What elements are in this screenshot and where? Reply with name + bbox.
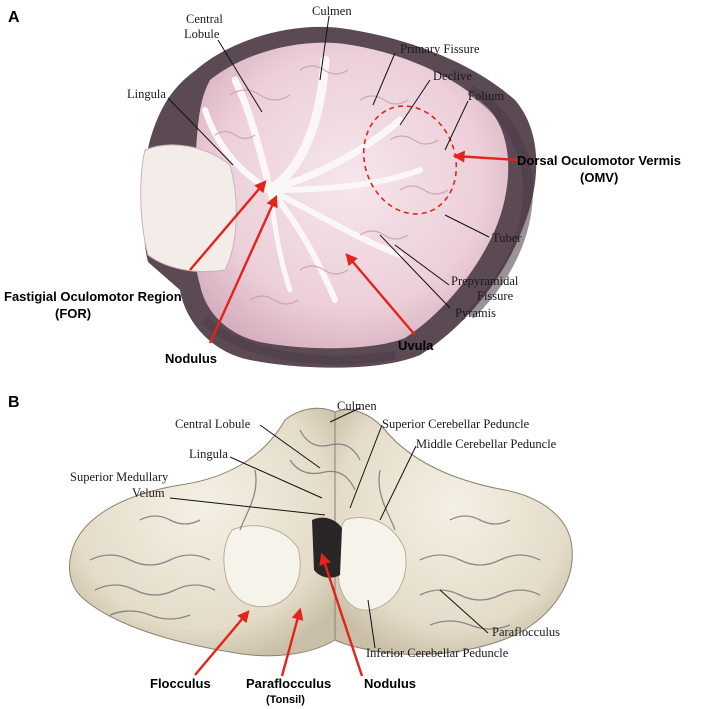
label-tuber: Tuber [492, 231, 522, 245]
panel-a-letter: A [8, 9, 20, 26]
label-middle-cerebellar-peduncle: Middle Cerebellar Peduncle [416, 437, 557, 451]
label-prepyramidal: Prepyramidal [451, 274, 519, 288]
label-culmen-a: Culmen [312, 4, 352, 18]
panel-b-leaders [169, 407, 489, 649]
label-central: Central [186, 12, 223, 26]
label-culmen-b: Culmen [337, 399, 377, 413]
label-folium: Folium [468, 89, 504, 103]
label-superior-cerebellar-peduncle: Superior Cerebellar Peduncle [382, 417, 530, 431]
label-lingula-a: Lingula [127, 87, 166, 101]
label-primary-fissure: Primary Fissure [400, 42, 480, 56]
label-pyramis: Pyramis [455, 306, 496, 320]
omv-outline [362, 105, 458, 215]
label-omv-line1: Dorsal Oculomotor Vermis [517, 153, 681, 168]
panel-b-letter: B [8, 394, 20, 411]
label-smv-line2: Velum [132, 486, 165, 500]
label-tonsil: (Tonsil) [266, 694, 305, 706]
label-for-line1: Fastigial Oculomotor Region [4, 289, 182, 304]
panel-b-specimen-photo [69, 407, 573, 657]
label-paraflocculus-b: Paraflocculus [492, 625, 560, 639]
label-for-line2: (FOR) [55, 306, 91, 321]
label-central-lobule: Central Lobule [175, 417, 251, 431]
label-lingula-b: Lingula [189, 447, 228, 461]
panel-a-specimen-photo [140, 26, 537, 368]
panel-a: A [4, 4, 681, 368]
panel-b-red-arrows [194, 552, 364, 677]
label-nodulus-b: Nodulus [364, 676, 416, 691]
label-fissure: Fissure [477, 289, 514, 303]
label-lobule: Lobule [184, 27, 220, 41]
label-uvula: Uvula [398, 338, 434, 353]
label-omv-line2: (OMV) [580, 170, 618, 185]
label-inferior-cerebellar-peduncle: Inferior Cerebellar Peduncle [366, 646, 509, 660]
panel-a-leaders [167, 15, 490, 309]
panel-b: B [8, 394, 573, 706]
label-smv-line1: Superior Medullary [70, 470, 169, 484]
label-declive: Declive [433, 69, 472, 83]
label-nodulus-a: Nodulus [165, 351, 217, 366]
panel-a-red-arrows [189, 150, 518, 344]
label-paraflocculus-tonsil: Paraflocculus [246, 676, 331, 691]
label-flocculus: Flocculus [150, 676, 211, 691]
